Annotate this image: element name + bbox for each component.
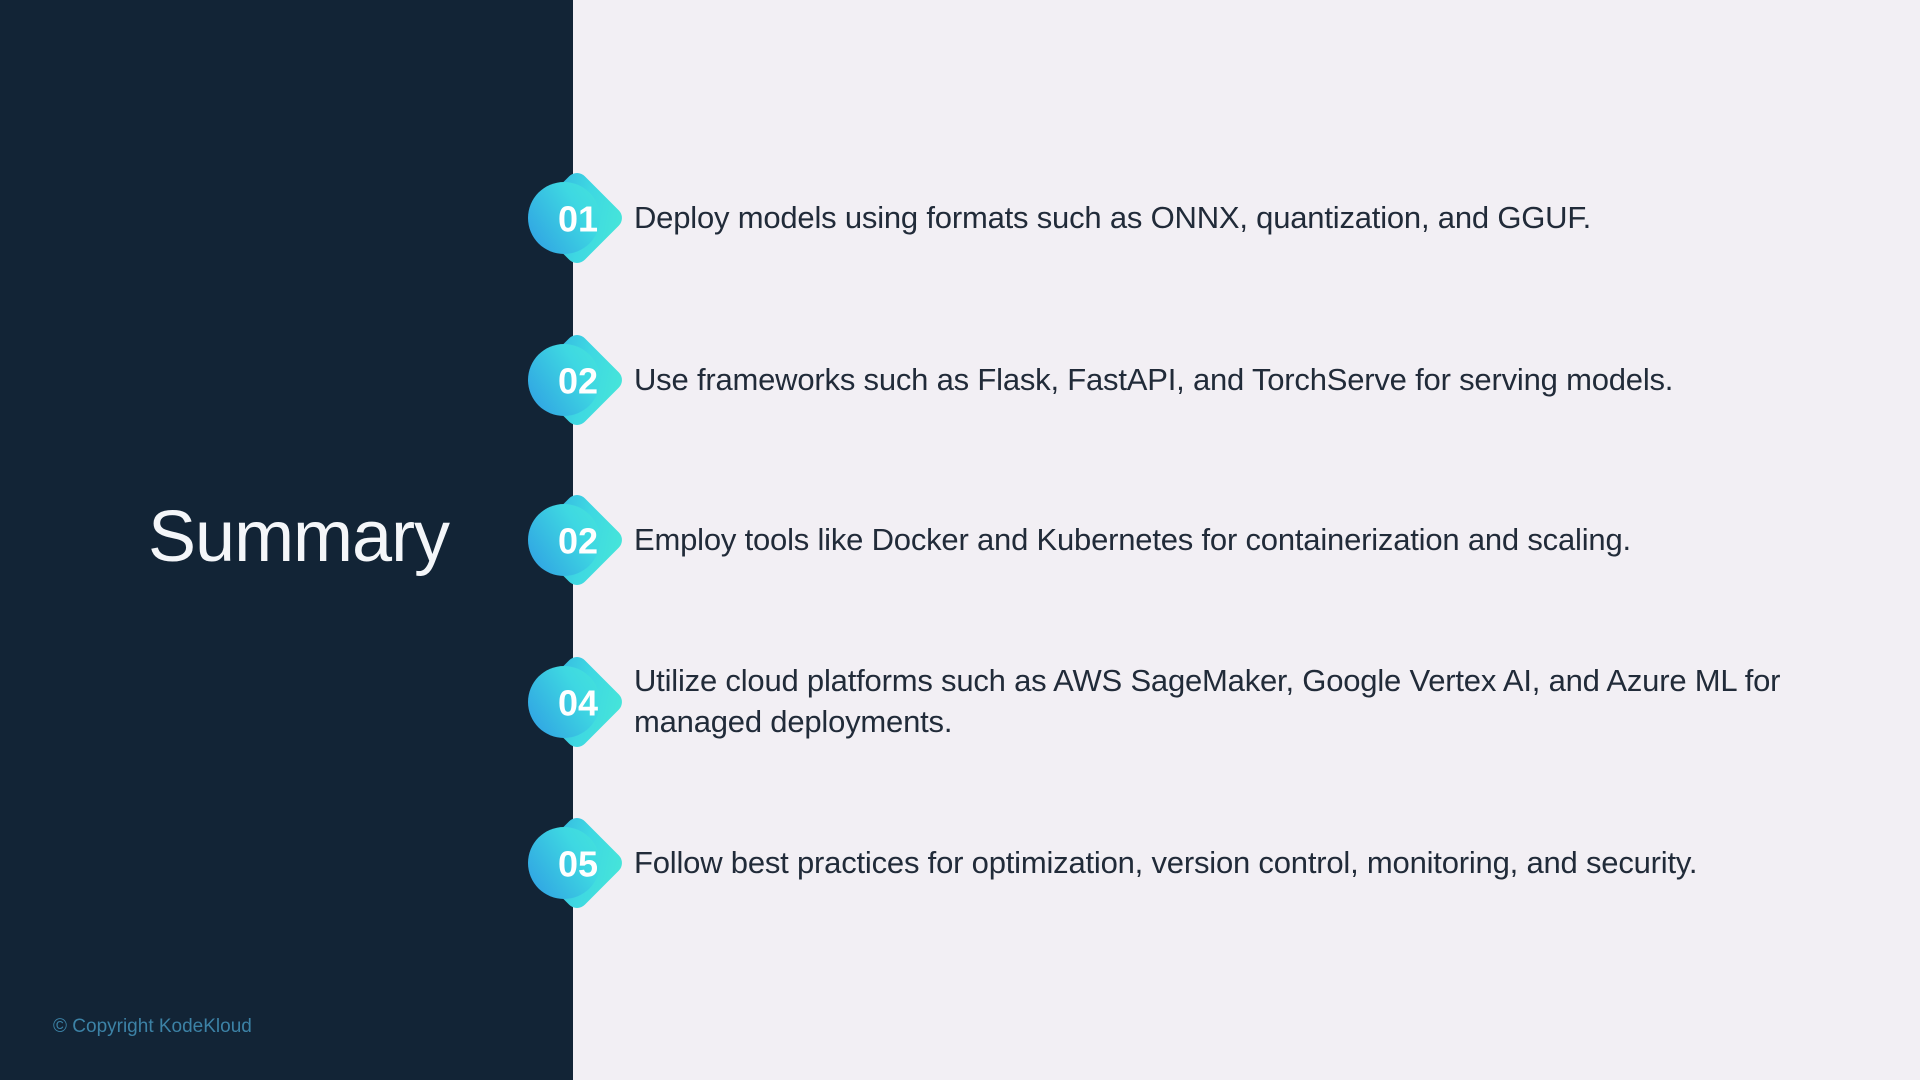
item-text: Deploy models using formats such as ONNX… bbox=[634, 199, 1592, 235]
item-number-badge-icon: 05 bbox=[528, 818, 622, 908]
left-panel: Summary © Copyright KodeKloud bbox=[0, 0, 573, 1080]
summary-item-3: 02 Employ tools like Docker and Kubernet… bbox=[528, 485, 1631, 595]
item-text: Employ tools like Docker and Kubernetes … bbox=[634, 521, 1631, 557]
item-text: Use frameworks such as Flask, FastAPI, a… bbox=[634, 361, 1674, 397]
item-text: Utilize cloud platforms such as AWS Sage… bbox=[634, 663, 1781, 739]
copyright-text: © Copyright KodeKloud bbox=[53, 1016, 252, 1037]
item-number: 05 bbox=[558, 844, 598, 885]
item-number-badge-icon: 04 bbox=[528, 657, 622, 747]
item-number: 02 bbox=[558, 521, 598, 562]
item-number-badge-icon: 01 bbox=[528, 173, 622, 263]
slide-title: Summary bbox=[148, 497, 450, 577]
summary-item-5: 05 Follow best practices for optimizatio… bbox=[528, 808, 1698, 918]
item-number: 01 bbox=[558, 199, 598, 240]
item-text: Follow best practices for optimization, … bbox=[634, 844, 1698, 880]
summary-item-4: 04 Utilize cloud platforms such as AWS S… bbox=[528, 647, 1780, 757]
summary-item-2: 02 Use frameworks such as Flask, FastAPI… bbox=[528, 325, 1673, 435]
item-number-badge-icon: 02 bbox=[528, 335, 622, 425]
item-number-badge-icon: 02 bbox=[528, 495, 622, 585]
summary-item-1: 01 Deploy models using formats such as O… bbox=[528, 163, 1591, 273]
item-number: 04 bbox=[558, 683, 598, 724]
item-number: 02 bbox=[558, 361, 598, 402]
